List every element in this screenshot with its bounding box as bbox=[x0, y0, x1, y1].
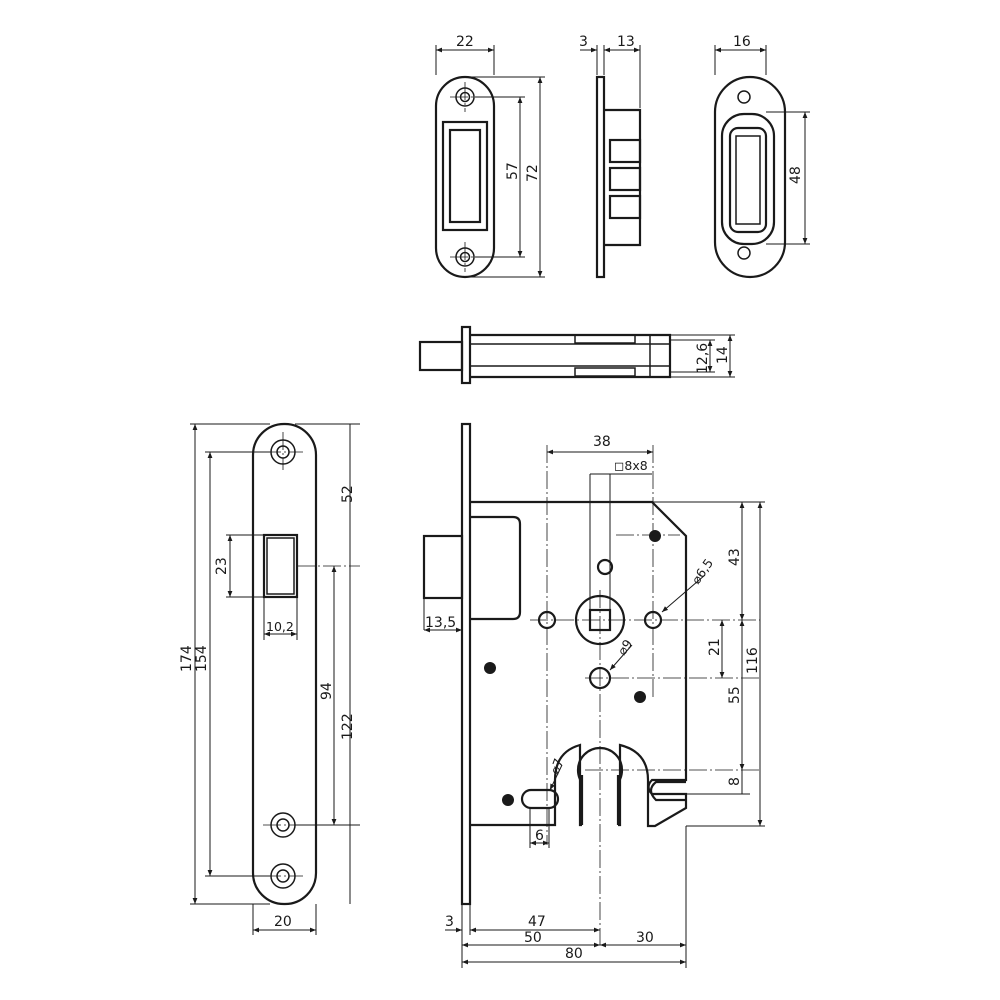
dim-faceplate-94: 94 bbox=[319, 682, 335, 700]
dim-backset-38: 38 bbox=[593, 434, 611, 450]
dim-47: 47 bbox=[528, 914, 546, 930]
dim-magnet-height: 48 bbox=[788, 166, 804, 184]
dim-80: 80 bbox=[565, 946, 583, 962]
magnetic-strike-view: 16 48 bbox=[713, 34, 810, 279]
dim-3: 3 bbox=[445, 914, 454, 930]
dim-strike-width: 22 bbox=[456, 34, 474, 50]
dim-latch-14: 14 bbox=[715, 346, 731, 364]
dim-43: 43 bbox=[727, 548, 743, 566]
dim-latch-23: 23 bbox=[214, 557, 230, 575]
dim-55: 55 bbox=[727, 686, 743, 704]
dim-8: 8 bbox=[727, 777, 743, 786]
dim-30: 30 bbox=[636, 930, 654, 946]
latch-top-view: 12,6 14 bbox=[418, 325, 735, 385]
dim-faceplate-20: 20 bbox=[274, 914, 292, 930]
dim-faceplate-122: 122 bbox=[340, 713, 356, 740]
dim-hole-6-5: ⌀6,5 bbox=[688, 556, 716, 587]
dim-latch-10-2: 10,2 bbox=[266, 619, 294, 634]
dim-latch-12-6: 12,6 bbox=[695, 343, 711, 374]
faceplate-front-view: 174 154 23 10,2 52 94 122 20 bbox=[179, 422, 360, 935]
strike-plate-front-view: 22 57 72 bbox=[434, 34, 545, 279]
dim-latch-13-5: 13,5 bbox=[425, 615, 456, 631]
dim-strike-thickness: 3 bbox=[579, 34, 588, 50]
dim-50: 50 bbox=[524, 930, 542, 946]
dim-strike-depth: 13 bbox=[617, 34, 635, 50]
dim-hole-9: ⌀9 bbox=[614, 636, 635, 657]
dim-faceplate-52: 52 bbox=[340, 485, 356, 503]
strike-plate-side-view: 3 13 bbox=[579, 34, 642, 279]
dim-slot-6: 6 bbox=[535, 828, 544, 844]
dim-21: 21 bbox=[707, 638, 723, 656]
dim-magnet-width: 16 bbox=[733, 34, 751, 50]
dim-slot-7: ⌀7 bbox=[547, 756, 566, 776]
dim-strike-outer-height: 72 bbox=[525, 164, 541, 182]
lock-body-side-view: 38 ◻8x8 ⌀6,5 ⌀9 ⌀7 43 21 55 116 8 13,5 6 bbox=[422, 422, 765, 968]
dim-strike-inner-height: 57 bbox=[505, 162, 521, 180]
dim-faceplate-174: 174 bbox=[179, 645, 195, 672]
dim-faceplate-154: 154 bbox=[194, 645, 210, 672]
dim-116: 116 bbox=[745, 647, 761, 674]
dim-spindle-8x8: ◻8x8 bbox=[614, 458, 648, 473]
